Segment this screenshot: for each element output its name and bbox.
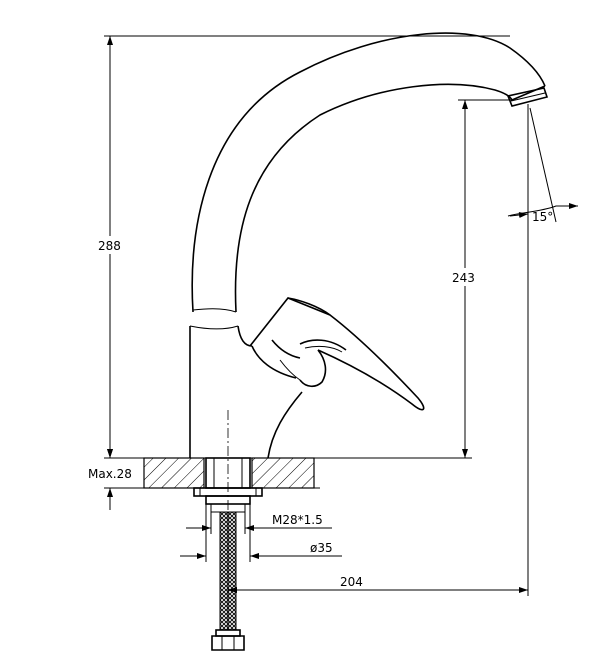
label-spout-reach: 204 (340, 575, 363, 589)
dim-spout-angle (507, 107, 578, 223)
dim-thread (186, 512, 332, 534)
label-spout-angle: 15° (532, 210, 553, 224)
aerator (506, 87, 549, 107)
label-total-height: 288 (98, 239, 121, 253)
dim-total-height (96, 35, 510, 459)
dim-spout-reach (228, 104, 529, 596)
label-spout-height: 243 (452, 271, 475, 285)
dim-spout-height (320, 99, 512, 459)
label-max-thickness: Max.28 (88, 467, 132, 481)
faucet-body (189, 325, 303, 459)
dim-diameter (180, 504, 342, 562)
countertop (138, 457, 320, 489)
label-diameter: ø35 (310, 541, 333, 555)
label-thread: M28*1.5 (272, 513, 323, 527)
faucet-spout (189, 32, 546, 330)
dim-max-thickness (104, 436, 140, 510)
supply-hoses (211, 511, 245, 651)
lever-handle (249, 297, 425, 411)
